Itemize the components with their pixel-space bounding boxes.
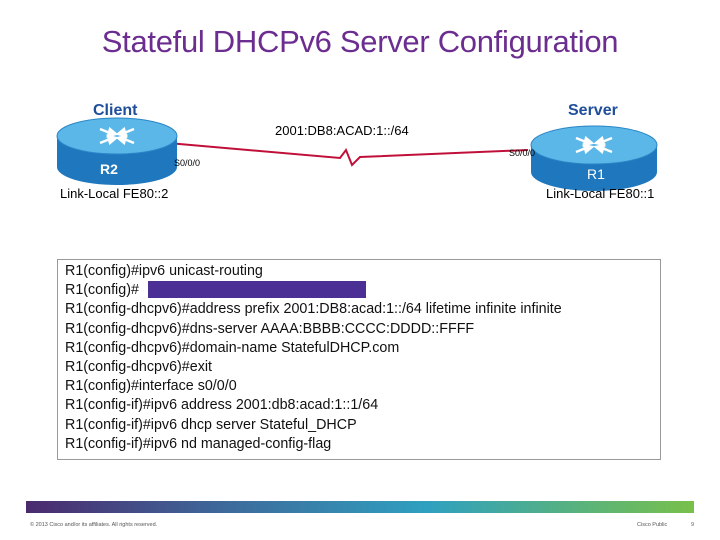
config-line: R1(config)#: [65, 282, 139, 299]
redaction-bar: [148, 281, 366, 298]
config-line: R1(config)#interface s0/0/0: [65, 378, 237, 395]
page-title: Stateful DHCPv6 Server Configuration: [101, 24, 619, 59]
classification-text: Cisco Public: [637, 522, 668, 528]
server-label: Server: [568, 102, 618, 119]
config-line: R1(config-if)#ipv6 dhcp server Stateful_…: [65, 416, 357, 433]
router-r1-icon: [530, 125, 658, 191]
config-line: R1(config-dhcpv6)#dns-server AAAA:BBBB:C…: [65, 320, 475, 337]
config-line: R1(config-dhcpv6)#exit: [65, 359, 213, 376]
router-r2-label: R2: [100, 161, 118, 177]
page-number: 9: [691, 522, 695, 528]
router-r1-label: R1: [587, 166, 605, 182]
footer-bar: [26, 501, 694, 513]
network-prefix-label: 2001:DB8:ACAD:1::/64: [275, 123, 409, 138]
config-line: R1(config-if)#ipv6 address 2001:db8:acad…: [65, 397, 379, 414]
r1-interface-label: S0/0/0: [509, 148, 536, 158]
serial-link: [167, 142, 529, 167]
copyright-text: © 2013 Cisco and/or its affiliates. All …: [30, 522, 158, 528]
topology-diagram: [56, 117, 658, 191]
r2-link-local-label: Link-Local FE80::2: [60, 186, 169, 201]
config-line: R1(config-dhcpv6)#domain-name StatefulDH…: [65, 339, 400, 356]
r1-link-local-label: Link-Local FE80::1: [546, 186, 655, 201]
client-label: Client: [93, 102, 138, 119]
router-r2-icon: [56, 117, 178, 185]
config-lines: R1(config)#ipv6 unicast-routing R1(confi…: [65, 262, 562, 454]
config-line: R1(config-if)#ipv6 nd managed-config-fla…: [65, 435, 332, 452]
r2-interface-label: S0/0/0: [174, 158, 201, 168]
config-line: R1(config)#ipv6 unicast-routing: [65, 263, 263, 279]
config-line: R1(config-dhcpv6)#address prefix 2001:DB…: [65, 301, 562, 318]
